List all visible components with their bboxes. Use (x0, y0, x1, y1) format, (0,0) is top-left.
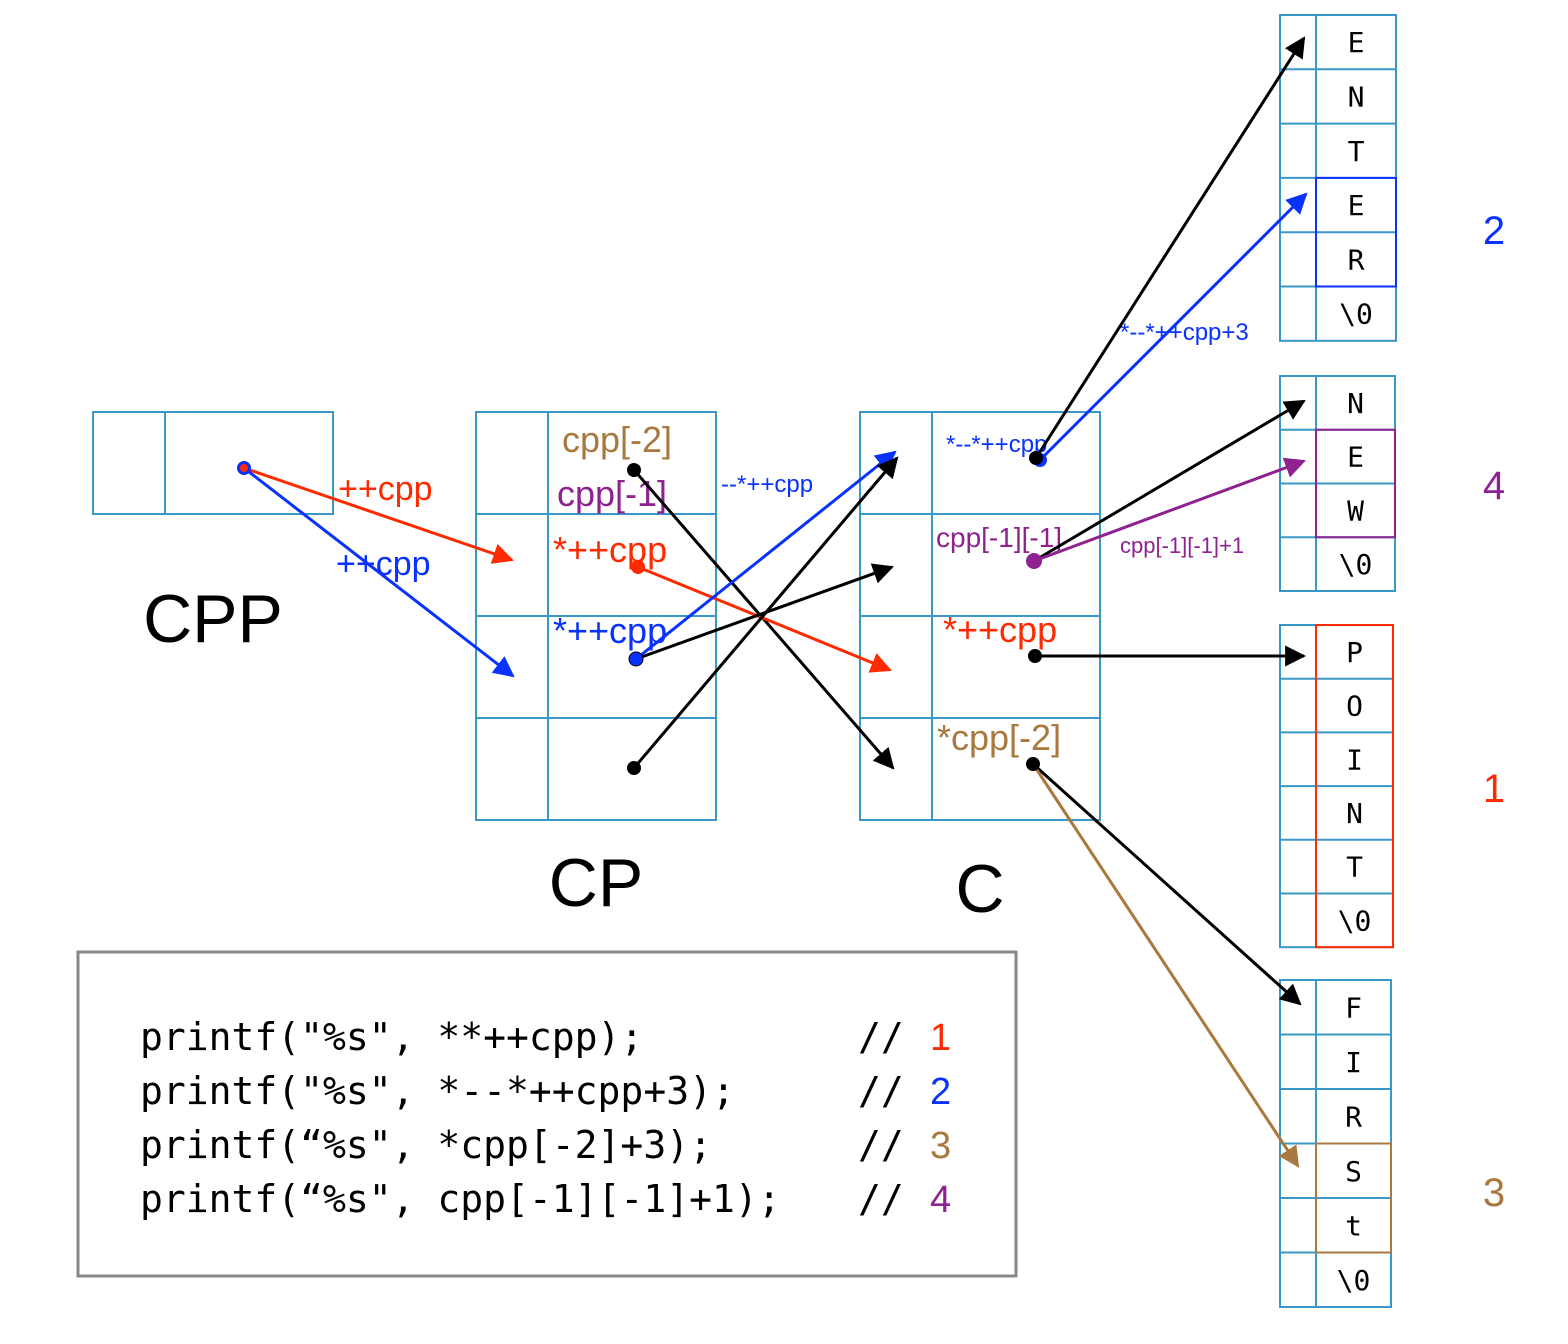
pointer-dot (1026, 553, 1042, 569)
char-cell: N (1346, 797, 1363, 830)
arrow-cpp-red (243, 466, 514, 564)
code-comment: // (858, 1069, 904, 1113)
arrow-cp2-c0-blue (635, 450, 897, 661)
arrow-cp3-c0 (632, 456, 899, 769)
code-comment: // (858, 1015, 904, 1059)
code-comment: // (858, 1177, 904, 1221)
code-box (76, 950, 1018, 1278)
code-statement: printf(“%s", *cpp[-2]+3); (140, 1123, 712, 1167)
char-cell: \0 (1339, 548, 1373, 581)
code-statement: printf("%s", *--*++cpp+3); (140, 1069, 735, 1113)
char-cell: t (1345, 1209, 1362, 1242)
code-line: printf(“%s", cpp[-1][-1]+1); // 4 (140, 1177, 951, 1221)
arrow-cp1-c2 (637, 565, 892, 673)
c-box (859, 411, 1101, 821)
char-cell: R (1345, 1100, 1362, 1133)
char-cell: E (1348, 189, 1365, 222)
label-inc-blue: ++cpp (336, 545, 431, 583)
label-plus3: *--*++cpp+3 (1120, 319, 1249, 346)
char-cell: F (1345, 991, 1362, 1024)
char-cell: N (1348, 80, 1365, 113)
char-cell: \0 (1337, 1264, 1371, 1297)
pointer-dot (1026, 757, 1040, 771)
char-cell: R (1348, 243, 1365, 276)
highlight-outline (1315, 428, 1396, 539)
result-number: 4 (1483, 464, 1505, 508)
char-cell: S (1345, 1155, 1362, 1188)
highlight-outline (1315, 176, 1397, 288)
arrow-c1-new (1033, 399, 1306, 563)
code-line: printf(“%s", *cpp[-2]+3); // 3 (140, 1123, 951, 1167)
char-cell: W (1347, 494, 1364, 527)
code-number: 4 (930, 1179, 951, 1221)
label-c-cpp-m2: *cpp[-2] (937, 717, 1061, 758)
code-statement: printf(“%s", cpp[-1][-1]+1); (140, 1177, 781, 1221)
result-number: 2 (1483, 209, 1505, 253)
highlight-outline (1315, 624, 1394, 949)
c-label: C (955, 851, 1004, 927)
pointer-dot (1028, 649, 1042, 663)
code-number: 2 (930, 1071, 951, 1113)
label-dec-deref: --*++cpp (721, 471, 813, 498)
code-statement: printf("%s", **++cpp); (140, 1015, 643, 1059)
pointer-dot (627, 761, 641, 775)
arrow-c3-first (1031, 762, 1302, 1006)
label-deref-blue: *++cpp (553, 610, 667, 651)
code-number: 3 (930, 1125, 951, 1167)
code-number: 1 (930, 1017, 951, 1059)
code-listing: printf("%s", **++cpp); // 1 printf("%s", *-… (140, 1015, 951, 1221)
cpp-box (92, 411, 334, 515)
arrow-c0-enter (1034, 36, 1306, 459)
result-number: 1 (1483, 767, 1505, 811)
char-cell: T (1346, 851, 1363, 884)
result-number: 3 (1483, 1171, 1505, 1215)
code-comment: // (858, 1123, 904, 1167)
char-cell: E (1348, 26, 1365, 59)
cpp-label: CPP (143, 581, 283, 657)
code-line: printf("%s", **++cpp); // 1 (140, 1015, 951, 1059)
char-cell: T (1348, 135, 1365, 168)
label-c-m1m1: cpp[-1][-1] (936, 522, 1062, 553)
label-m1m1plus1: cpp[-1][-1]+1 (1120, 533, 1244, 558)
char-cell: O (1346, 690, 1363, 723)
arrow-enter-plus3 (1038, 192, 1308, 462)
char-cell: \0 (1339, 298, 1373, 331)
label-cpp-m2: cpp[-2] (562, 419, 672, 460)
char-cell: I (1345, 1046, 1362, 1079)
char-cell: N (1347, 387, 1364, 420)
char-cell: P (1346, 636, 1363, 669)
arrow-new-plus1 (1033, 457, 1306, 563)
char-cell: \0 (1338, 904, 1372, 937)
label-cpp-m1: cpp[-1] (557, 473, 667, 514)
label-deref-red: *++cpp (553, 529, 667, 570)
pointer-dot (628, 651, 644, 667)
arrow-first-plus3 (1031, 763, 1300, 1168)
arrow-cpp-blue (243, 466, 515, 678)
code-line: printf("%s", *--*++cpp+3); // 2 (140, 1069, 951, 1113)
char-cell: E (1347, 441, 1364, 474)
label-inc-red: ++cpp (338, 470, 433, 508)
label-c-deref-red: *++cpp (943, 609, 1057, 650)
char-cell: I (1346, 743, 1363, 776)
highlight-outline (1315, 1142, 1392, 1254)
pointer-dot (1029, 451, 1043, 465)
string-array: NEW \0 4 (1279, 375, 1505, 592)
label-c-dec: *--*++cpp (946, 431, 1047, 458)
cp-label: CP (549, 845, 643, 921)
pointer-dot (627, 463, 641, 477)
pointer-dot (631, 560, 645, 574)
pointer-dot (240, 464, 248, 472)
